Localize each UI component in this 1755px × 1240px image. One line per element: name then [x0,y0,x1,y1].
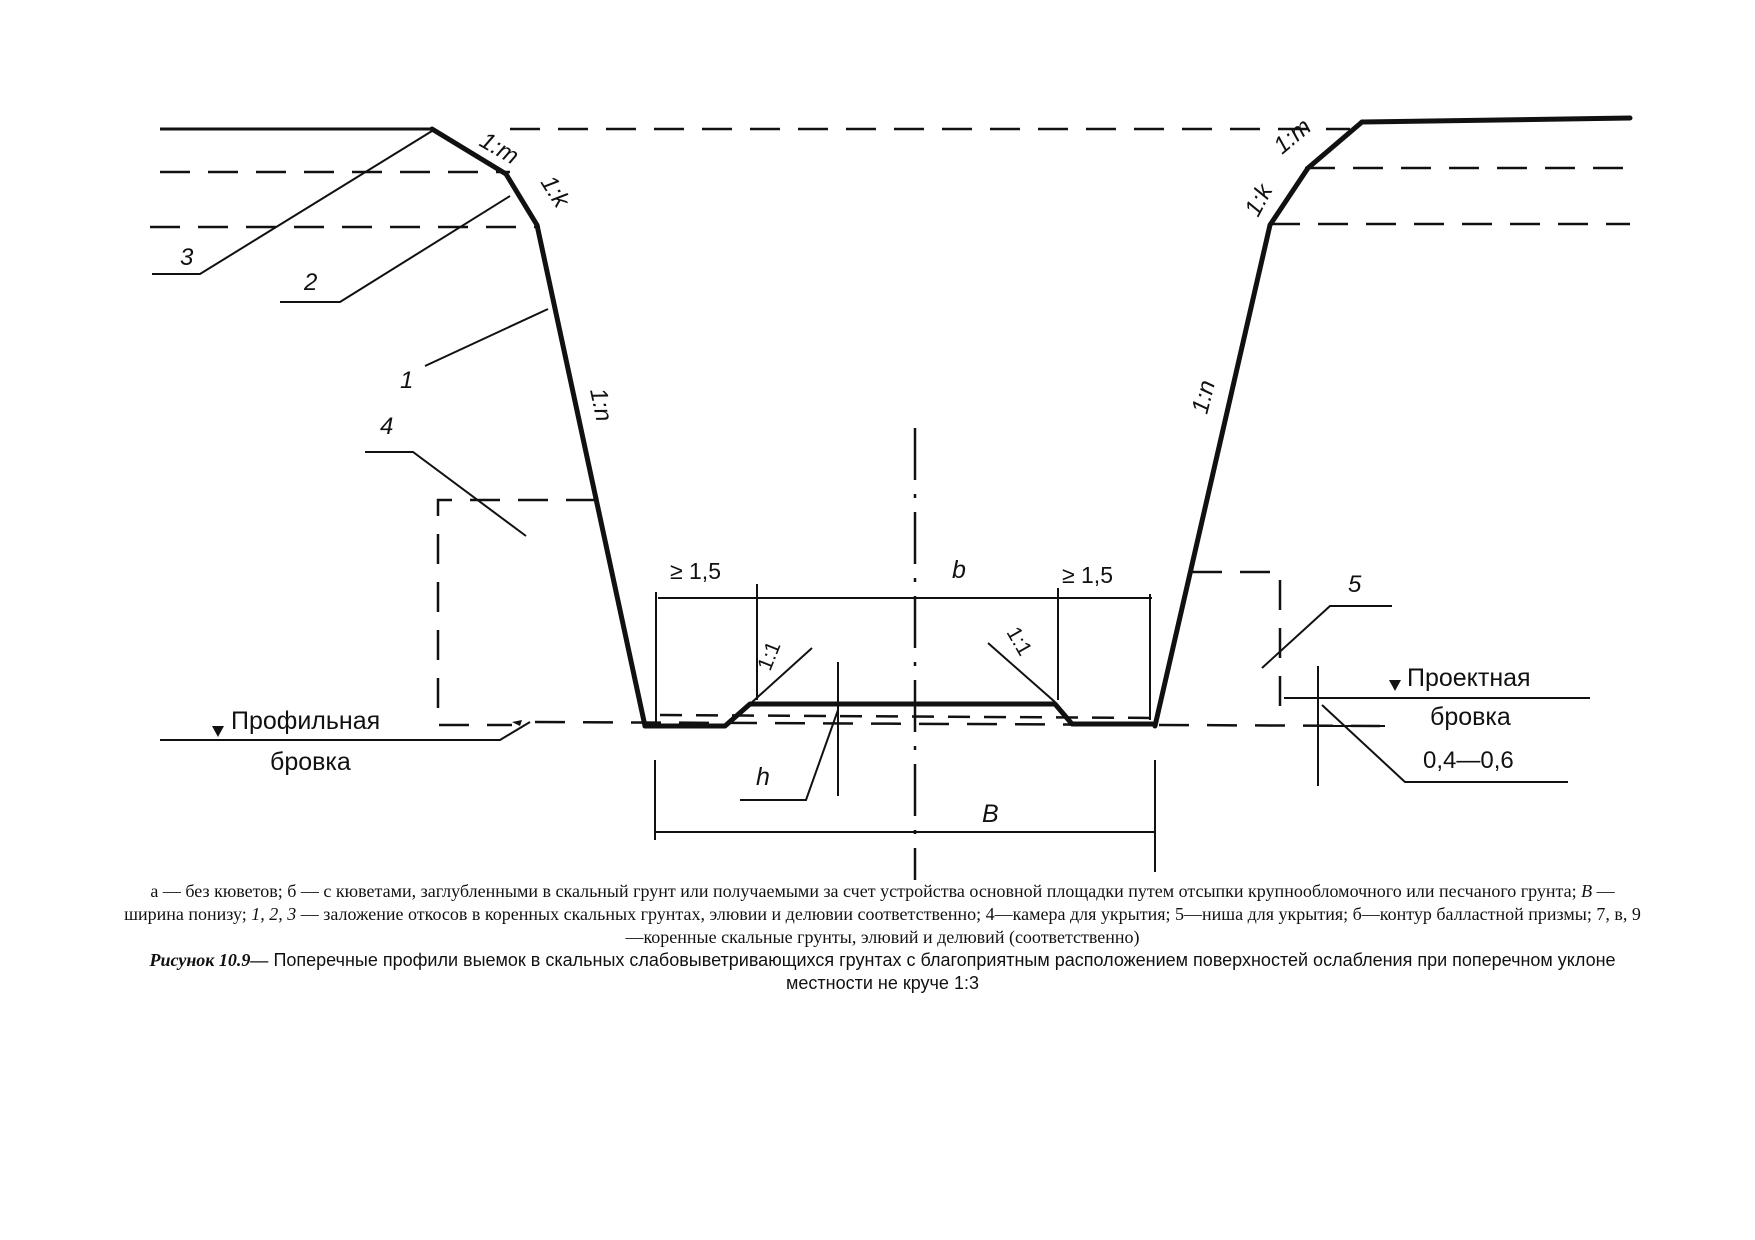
left-cut-slope [429,126,648,729]
leader-label-3: 3 [180,244,194,271]
cross-section-diagram: 1:m 1:k 1:n 1:m 1:k 1:n 3 2 1 4 5 ≥ 1,5 … [150,113,1633,880]
ditch-slope-label-left: 1:1 [753,638,785,674]
caption-figure-title-line: Рисунок 10.9— Поперечные профили выемок … [120,949,1645,995]
width-label-b: b [952,556,966,584]
caption-legend-123-symbols: 1, 2, 3 [251,904,297,924]
profile-edge-label-line2: бровка [270,748,351,776]
slope-label-k-right: 1:k [1239,178,1279,221]
slope-label-m-left: 1:m [475,127,523,170]
height-label-h: h [756,763,770,791]
leader-label-5: 5 [1348,571,1362,598]
profile-edge-marker-icon [212,726,224,737]
width-label-B: B [982,800,999,828]
caption-legend-B-text: — ширина понизу; [124,881,1615,924]
berm-label-left: ≥ 1,5 [670,558,721,584]
leader-label-2: 2 [303,269,317,296]
leader-label-4: 4 [380,413,393,440]
right-cut-slope [1152,119,1365,729]
slope-label-k-left: 1:k [535,171,576,214]
design-edge-marker-icon [1389,680,1401,691]
slope-label-n-left: 1:n [584,386,617,424]
layer-boundary-lines [150,127,1630,229]
design-edge-label-line2: бровка [1430,703,1511,731]
caption-legend-B-symbol: B [1581,881,1593,901]
leader-label-1: 1 [400,367,413,394]
berm-label-right: ≥ 1,5 [1062,562,1113,588]
caption-legend: а — без кюветов; б — с кюветами, заглубл… [120,880,1645,949]
profile-edge-label-line1: Профильная [231,707,380,735]
caption-legend-a: а — без кюветов; б — с кюветами, заглубл… [150,881,1582,901]
caption-legend-rest: — заложение откосов в коренных скальных … [296,904,1641,947]
ditch-slope-label-right: 1:1 [1002,623,1037,660]
design-edge-label-line1: Проектная [1407,664,1531,692]
leader-lines [152,130,1568,801]
figure-title: Поперечные профили выемок в скальных сла… [268,950,1616,993]
design-edge-dash [659,713,1161,720]
shelter-niche-outline [1192,570,1282,710]
niche-size-label: 0,4—0,6 [1423,747,1514,774]
ground-surface-right [1359,115,1633,125]
figure-caption: а — без кюветов; б — с кюветами, заглубл… [120,880,1645,995]
figure-number: Рисунок 10.9— [149,950,269,970]
dimension-lines [160,584,1590,872]
slope-label-n-right: 1:n [1187,378,1221,417]
slope-label-m-right: 1:m [1269,113,1317,159]
shelter-chamber-outline [436,498,596,727]
